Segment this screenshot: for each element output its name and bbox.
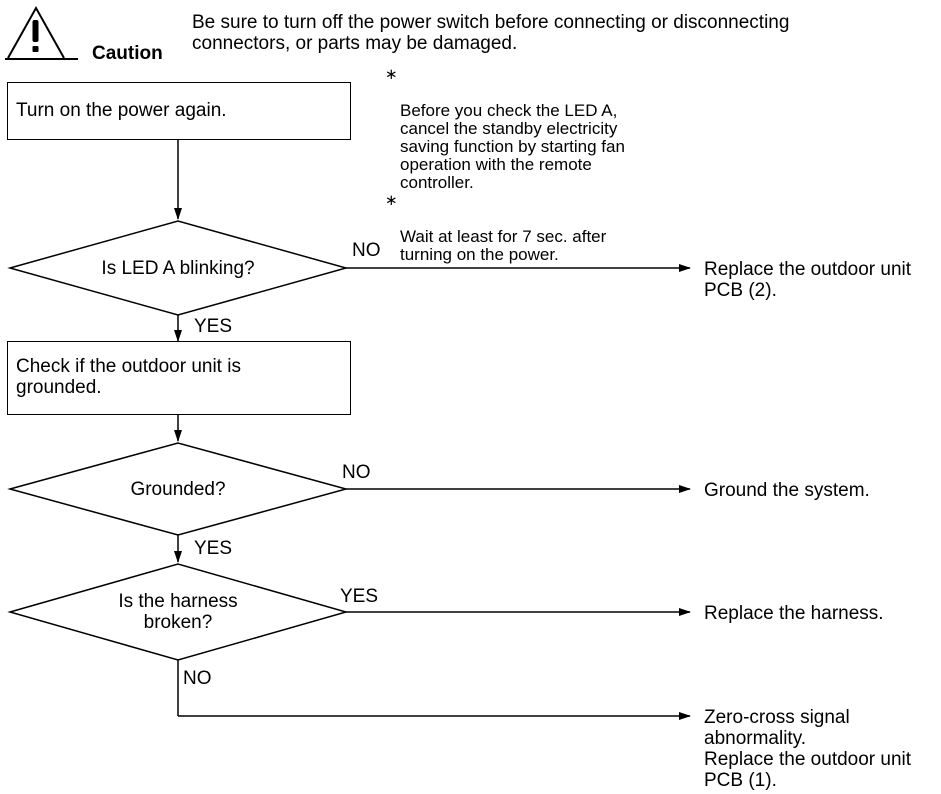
step-power-text: Turn on the power again. [16, 100, 227, 121]
label-harness-no: NO [183, 668, 212, 689]
note-item: ∗ Wait at least for 7 sec. after turning… [385, 192, 685, 264]
outcome-zero-cross: Zero-cross signal abnormality. Replace t… [704, 707, 912, 791]
note-text: Before you check the LED A, cancel the s… [400, 101, 625, 192]
caution-label: Caution [92, 43, 163, 64]
notes-block: ∗ Before you check the LED A, cancel the… [385, 66, 685, 264]
note-marker: ∗ [385, 66, 398, 83]
outcome-replace-harness: Replace the harness. [704, 603, 884, 624]
note-marker: ∗ [385, 192, 398, 209]
outcome-replace-pcb2: Replace the outdoor unit PCB (2). [704, 259, 912, 301]
label-ground-no: NO [342, 462, 371, 483]
outcome-ground-system: Ground the system. [704, 480, 870, 501]
note-text: Wait at least for 7 sec. after turning o… [400, 227, 607, 264]
note-item: ∗ Before you check the LED A, cancel the… [385, 66, 685, 192]
label-ground-yes: YES [194, 538, 233, 559]
step-box-ground-check: Check if the outdoor unit is grounded. [7, 341, 351, 415]
caution-message: Be sure to turn off the power switch bef… [192, 12, 790, 54]
decision-harness-text: Is the harness broken? [118, 591, 238, 633]
decision-grounded-text: Grounded? [130, 479, 226, 500]
label-led-yes: YES [194, 316, 233, 337]
label-led-no: NO [352, 240, 381, 261]
label-harness-yes: YES [340, 586, 379, 607]
decision-led-text: Is LED A blinking? [101, 258, 255, 279]
caution-icon [5, 5, 78, 60]
step-box-power: Turn on the power again. [7, 82, 351, 140]
step-ground-check-text: Check if the outdoor unit is grounded. [16, 356, 241, 398]
